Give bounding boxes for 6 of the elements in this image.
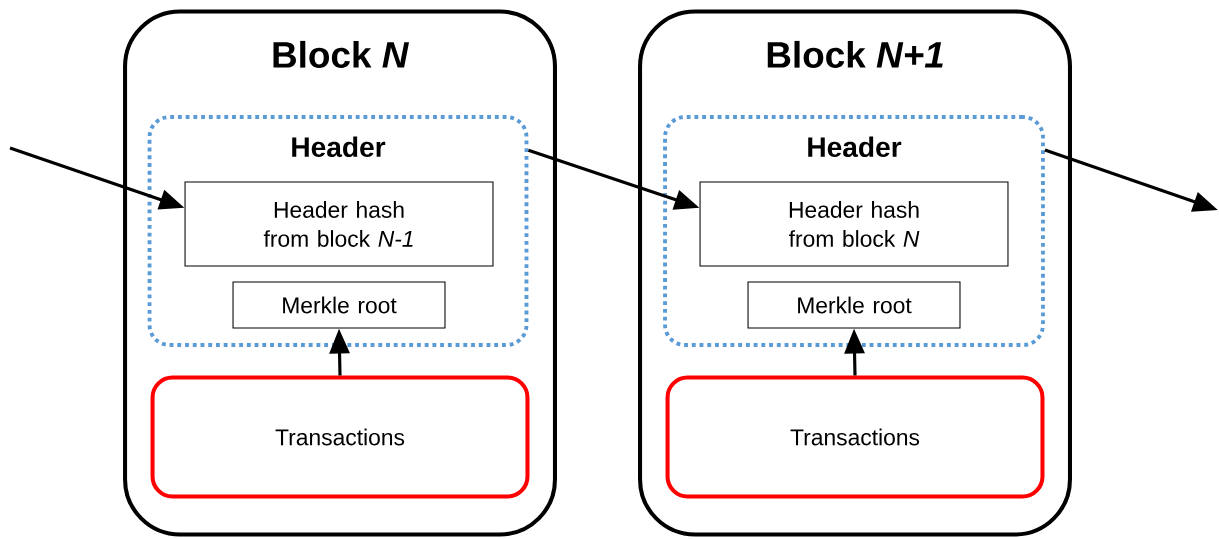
hash-box: Header hash from block N-1 — [184, 181, 494, 267]
transactions-box: Transactions — [150, 375, 530, 499]
transactions-box: Transactions — [665, 375, 1045, 499]
merkle-root-box: Merkle root — [747, 281, 961, 329]
merkle-root-box: Merkle root — [232, 281, 446, 329]
hash-box: Header hash from block N — [699, 181, 1009, 267]
